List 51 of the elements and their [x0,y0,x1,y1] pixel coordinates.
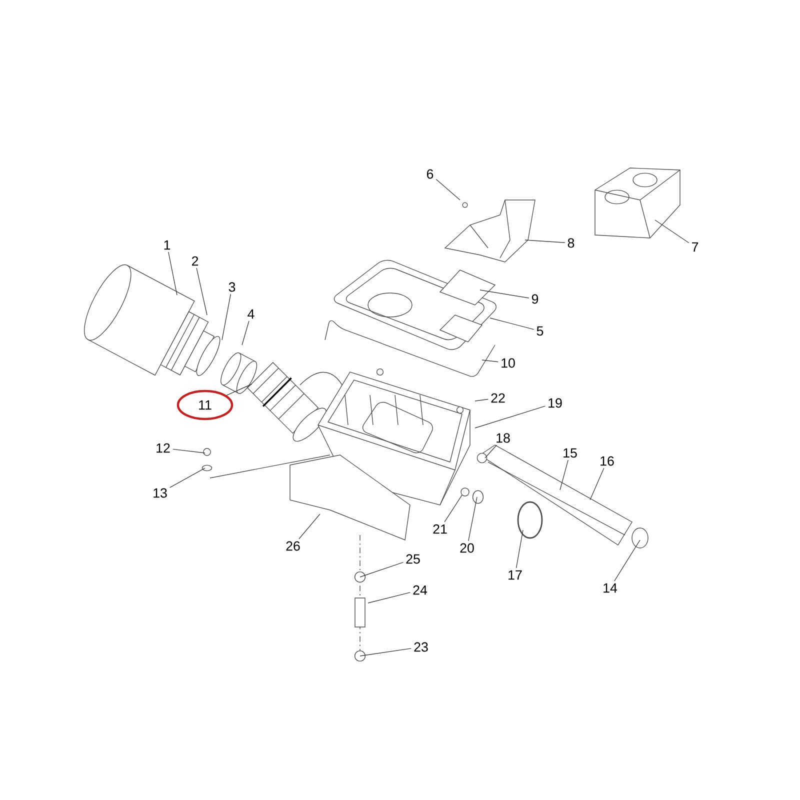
callout-number: 18 [496,433,510,443]
leader-line [524,240,566,243]
leader-line [654,220,690,244]
leader-line [490,318,534,330]
callout-number: 26 [286,541,300,551]
leader-line [298,514,320,540]
callout-number: 4 [248,309,254,319]
callout-number: 9 [532,294,538,304]
callout-number: 5 [536,326,544,336]
leader-line [168,252,178,296]
callout-number: 2 [192,256,198,266]
callout-number: 20 [460,543,474,553]
callout-number: 22 [491,393,505,403]
leader-line [614,540,640,582]
callout-number: 23 [414,642,428,652]
leader-line [560,460,568,490]
leader-line [590,468,604,500]
callout-number: 24 [413,585,428,595]
callout-number: 16 [600,456,614,466]
leader-line [222,294,232,340]
leader-line [484,444,497,458]
leader-line [474,398,489,402]
leader-line [436,178,460,200]
callout-number: 12 [156,443,170,453]
leader-line [482,360,499,362]
callout-number: 8 [568,238,574,248]
leader-line [468,496,478,542]
callout-number: 25 [406,554,420,564]
leader-line [516,530,524,568]
callout-number: 1 [164,240,170,250]
callout-number: 14 [604,583,618,593]
leader-line [360,648,412,656]
leader-line [368,592,411,604]
leader-line [480,290,530,298]
leader-line [226,384,252,396]
callout-number: 19 [548,398,562,408]
leader-line [474,406,546,428]
leader-line [242,320,250,346]
callout-number: 7 [692,242,698,252]
leader-line [444,494,462,522]
callout-number: 13 [154,488,167,498]
callout-number: 21 [433,524,447,534]
leader-line [172,448,206,454]
callout-number: 6 [426,169,434,179]
callout-number: 10 [502,358,515,368]
leader-line [169,468,206,488]
leader-line [196,268,208,316]
callout-number: 3 [228,282,236,292]
callout-number: 15 [564,448,577,458]
callout-number: 17 [508,570,522,580]
leader-line [360,562,404,578]
